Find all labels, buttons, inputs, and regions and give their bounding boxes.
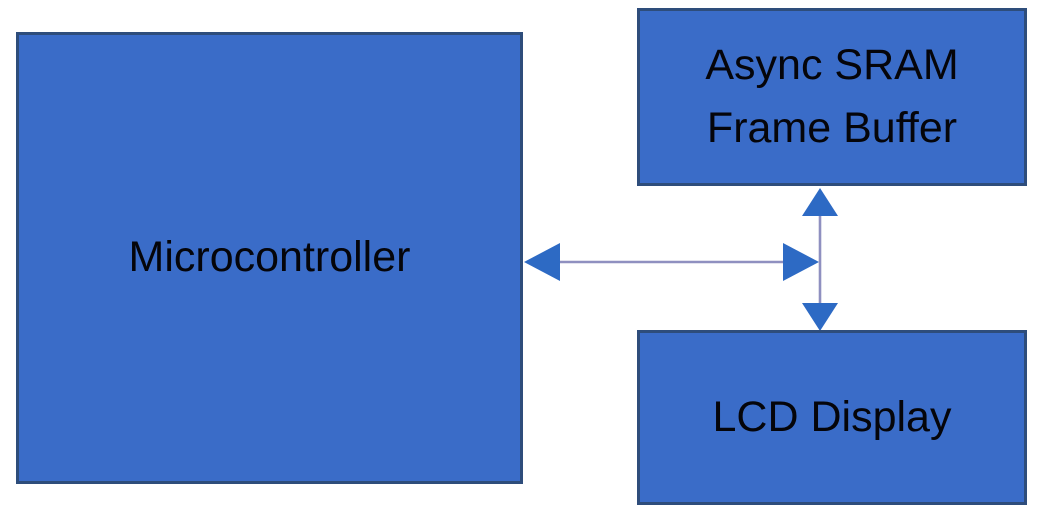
node-async-sram-label-line1: Async SRAM <box>705 40 959 89</box>
arrowhead-left-to-microcontroller <box>524 243 560 281</box>
node-async-sram-label-line2: Frame Buffer <box>706 104 958 152</box>
connector-sram-lcd-bus <box>802 188 838 331</box>
node-microcontroller[interactable]: Microcontroller <box>16 32 523 484</box>
node-async-sram-frame-buffer[interactable]: Async SRAM Frame Buffer <box>637 8 1027 186</box>
node-lcd-display-label: LCD Display <box>712 392 952 441</box>
arrowhead-right-to-bus-junction <box>783 243 819 281</box>
arrowhead-up-to-async-sram <box>802 188 838 216</box>
node-async-sram-frame-buffer-label: Async SRAM Frame Buffer <box>640 38 1024 156</box>
node-lcd-display[interactable]: LCD Display <box>637 330 1027 505</box>
arrowhead-down-to-lcd-display <box>802 303 838 331</box>
connector-mcu-bus <box>524 243 819 281</box>
node-microcontroller-label: Microcontroller <box>128 233 411 282</box>
